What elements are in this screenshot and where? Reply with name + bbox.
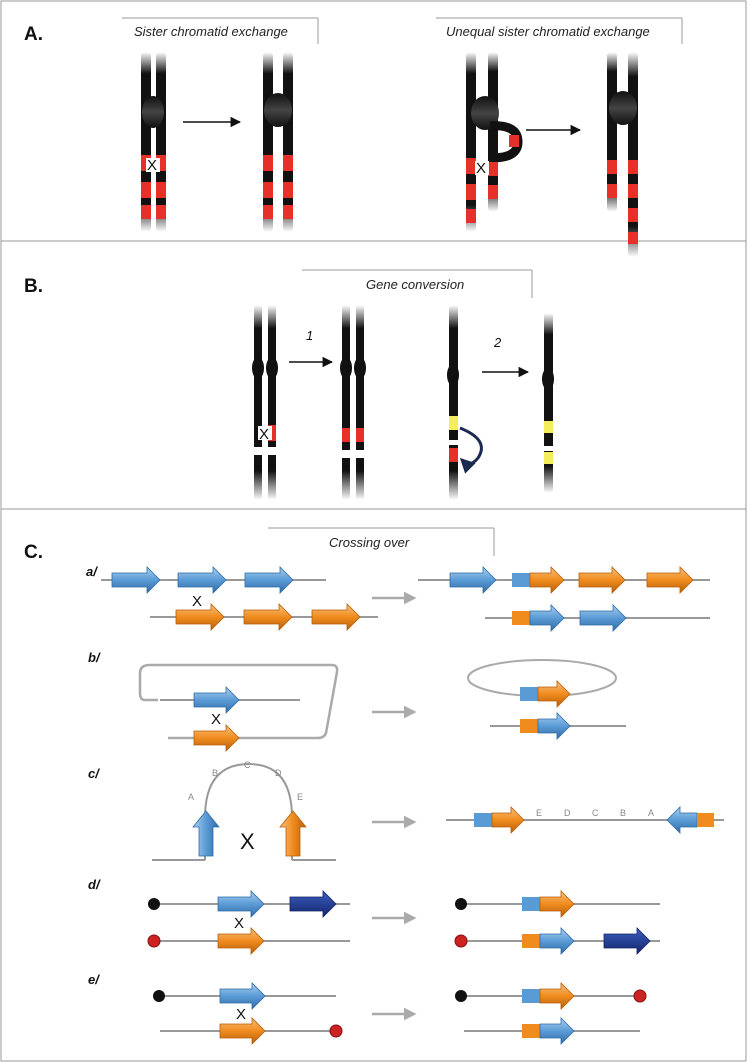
gene-blue-arrow [219,982,266,1010]
row-label-a: a/ [86,564,98,579]
gene-blue-arrow [539,927,575,955]
chromosome-pair-b2 [340,305,366,500]
result-letter-E: E [536,808,542,818]
title-box-sister-exchange: Sister chromatid exchange [122,17,319,44]
exchange-x-mark: X [147,157,157,174]
gene-blue-arrow [244,566,294,594]
loop-letter-D: D [275,768,282,778]
row-c-x-mark: X [240,829,255,854]
title-gene-conversion: Gene conversion [366,277,464,292]
row-label-b: b/ [88,650,101,665]
panel-b-letter: B. [24,276,43,297]
loop-letter-A: A [188,792,194,802]
gene-orange-arrow [537,680,571,708]
result-letter-C: C [592,808,599,818]
chromosome-b3 [447,305,483,500]
gene-blue-arrow-vertical [192,810,220,857]
gene-blue-arrow [193,686,240,714]
gene-orange-arrow-vertical [279,810,307,857]
gene-orange-arrow [243,603,293,631]
title-box-unequal-exchange: Unequal sister chromatid exchange [436,17,683,44]
chromosome-pair-a4 [607,52,638,257]
loop-letter-E: E [297,792,303,802]
gene-blue-arrow-reverse [666,806,698,834]
gene-orange-arrow [217,927,265,955]
gene-blue-arrow [449,566,497,594]
row-d-x-mark: X [234,915,244,932]
gene-orange-arrow [529,566,565,594]
title-crossing-over: Crossing over [329,535,410,550]
gene-navy-arrow [289,890,337,918]
gene-orange-arrow [311,603,361,631]
gene-orange-arrow [539,982,575,1010]
row-b-x-mark: X [211,711,221,728]
gc-x-mark: X [259,426,269,443]
chromosome-pair-a2 [263,52,293,232]
row-c-right: E D C B A [446,806,724,834]
gene-orange-arrow [175,603,225,631]
row-a-x-mark: X [192,593,202,610]
gene-orange-arrow [539,890,575,918]
row-e-right [455,982,647,1045]
row-e-left: X [153,982,343,1045]
gene-navy-arrow [603,927,651,955]
gene-orange-arrow [491,806,525,834]
loop-letter-C: C [244,760,251,770]
row-label-e: e/ [88,972,100,987]
loop-letter-B: B [212,768,218,778]
row-label-d: d/ [88,877,101,892]
row-d-left: X [147,890,350,955]
panel-c-letter: C. [24,542,43,563]
step-2-label: 2 [493,335,502,350]
chromosome-b4 [542,313,554,493]
row-d-right [454,890,660,955]
result-letter-D: D [564,808,571,818]
gene-blue-arrow [579,604,627,632]
row-a-right [418,566,710,632]
gene-orange-arrow [193,724,240,752]
result-letter-A: A [648,808,654,818]
gene-orange-arrow [219,1017,266,1045]
title-box-gene-conversion: Gene conversion [302,269,533,298]
gene-blue-arrow [177,566,227,594]
chromosome-pair-a1: X [141,52,166,232]
gene-blue-arrow [529,604,565,632]
panel-c-frame [0,508,747,1062]
gene-blue-arrow [111,566,161,594]
result-letter-B: B [620,808,626,818]
chromosome-pair-b1: X [252,305,278,500]
gene-orange-arrow [646,566,694,594]
step-1-label: 1 [306,328,313,343]
row-c-left: A B C D E X [152,760,336,861]
row-b-right [467,659,626,740]
chromosome-pair-a3: X [466,52,523,232]
panel-a-letter: A. [24,24,43,45]
title-unequal-exchange: Unequal sister chromatid exchange [446,24,650,39]
gene-blue-arrow [217,890,265,918]
gene-blue-arrow [537,712,571,740]
row-label-c: c/ [88,766,100,781]
gene-blue-arrow [539,1017,575,1045]
row-e-x-mark: X [236,1006,246,1023]
title-sister-exchange: Sister chromatid exchange [134,24,288,39]
gene-orange-arrow [578,566,626,594]
row-b-left: X [138,663,339,752]
row-a-left: X [101,566,378,631]
title-box-crossing-over: Crossing over [268,527,495,556]
unequal-x-mark: X [476,160,486,177]
